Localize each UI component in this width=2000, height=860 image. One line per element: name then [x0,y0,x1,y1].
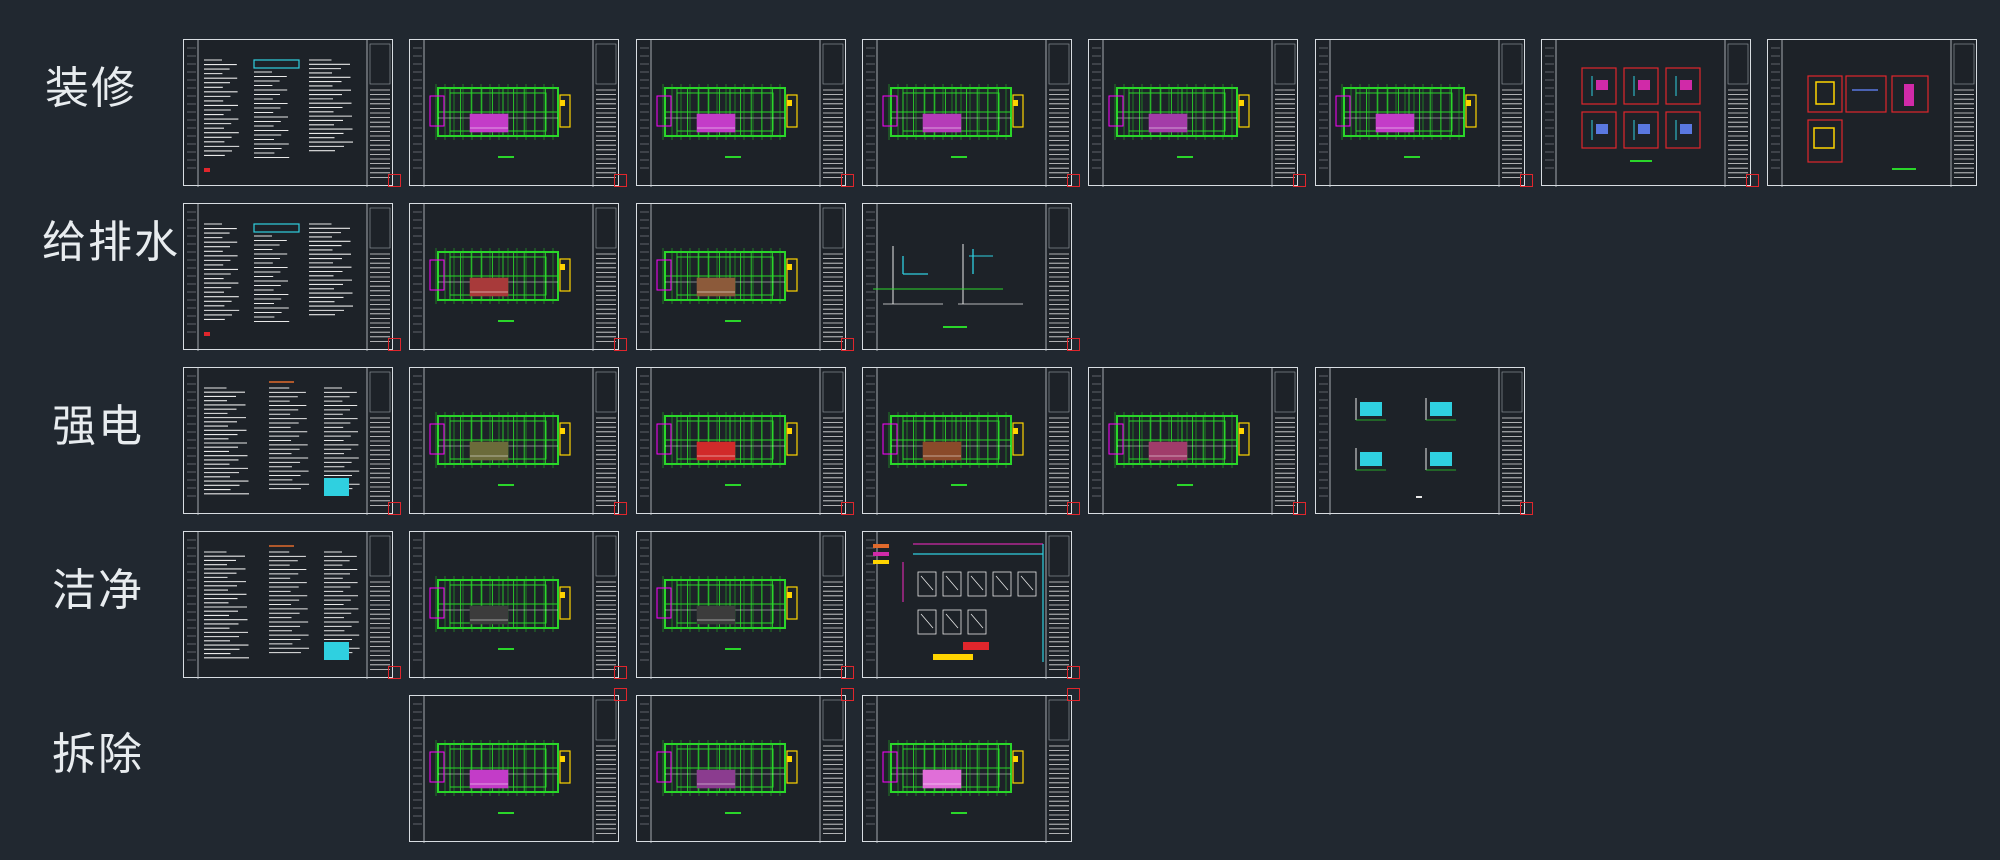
drawing-sheet[interactable] [636,203,846,351]
drawing-sheet[interactable] [183,531,393,679]
sheet-content [1319,368,1523,515]
drawing-sheet[interactable] [183,39,393,187]
viewport-marker [1067,338,1080,351]
sheet-content [866,532,1070,679]
sheet-content [187,40,391,187]
viewport-marker [614,174,627,187]
drawing-sheet[interactable] [862,531,1072,679]
sheet-content [1771,40,1975,187]
viewport-marker [841,502,854,515]
drawing-sheet[interactable] [862,203,1072,351]
viewport-marker [614,688,627,701]
sheet-content [866,204,1070,351]
viewport-marker [388,174,401,187]
drawing-sheet[interactable] [1315,39,1525,187]
sheet-content [1319,40,1523,187]
row-label: 给排水 [42,217,180,268]
drawing-sheet[interactable] [1088,39,1298,187]
viewport-marker [1067,502,1080,515]
sheet-content [866,368,1070,515]
sheet-content [640,368,844,515]
drawing-sheet[interactable] [1767,39,1977,187]
viewport-marker [841,666,854,679]
viewport-marker [1293,502,1306,515]
sheet-content [187,368,391,515]
sheet-content [640,40,844,187]
drawing-sheet[interactable] [409,39,619,187]
drawing-sheet[interactable] [183,203,393,351]
sheet-content [1092,368,1296,515]
viewport-marker [1520,502,1533,515]
sheet-content [187,204,391,351]
sheet-content [640,532,844,679]
drawing-sheet[interactable] [862,39,1072,187]
drawing-sheet[interactable] [409,203,619,351]
drawing-sheet[interactable] [862,695,1072,843]
sheet-content [640,204,844,351]
drawing-sheet[interactable] [1541,39,1751,187]
viewport-marker [841,174,854,187]
drawing-sheet[interactable] [862,367,1072,515]
drawing-sheet[interactable] [1315,367,1525,515]
viewport-marker [841,688,854,701]
sheet-content [413,368,617,515]
viewport-marker [614,666,627,679]
drawing-sheet[interactable] [409,367,619,515]
drawing-sheet[interactable] [1088,367,1298,515]
viewport-marker [1067,666,1080,679]
sheet-content [413,532,617,679]
row-label: 洁净 [52,565,144,616]
sheet-content [1545,40,1749,187]
viewport-marker [614,502,627,515]
sheet-content [413,204,617,351]
drawing-sheet[interactable] [183,367,393,515]
viewport-marker [1746,174,1759,187]
sheet-content [187,532,391,679]
viewport-marker [388,666,401,679]
drawing-sheet[interactable] [409,531,619,679]
sheet-content [866,696,1070,843]
viewport-marker [1520,174,1533,187]
drawing-sheet[interactable] [636,695,846,843]
row-label: 强电 [52,401,144,452]
sheet-content [413,40,617,187]
row-label: 拆除 [52,729,144,780]
row-label: 装修 [45,63,137,114]
viewport-marker [841,338,854,351]
sheet-content [413,696,617,843]
drawing-sheet[interactable] [409,695,619,843]
sheet-content [640,696,844,843]
viewport-marker [388,502,401,515]
sheet-content [866,40,1070,187]
sheet-content [1092,40,1296,187]
viewport-marker [1067,174,1080,187]
viewport-marker [388,338,401,351]
viewport-marker [614,338,627,351]
viewport-marker [1067,688,1080,701]
drawing-sheet[interactable] [636,531,846,679]
viewport-marker [1293,174,1306,187]
drawing-sheet[interactable] [636,39,846,187]
drawing-sheet[interactable] [636,367,846,515]
